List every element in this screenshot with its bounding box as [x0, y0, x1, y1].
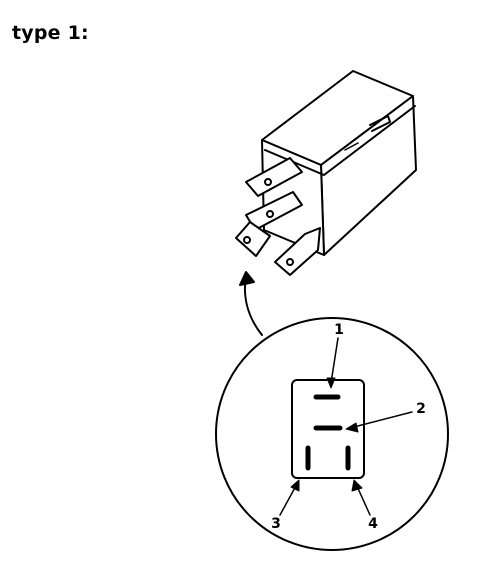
- connector-face: [291, 379, 365, 479]
- view-arrow: [239, 271, 263, 336]
- type-heading: type 1:: [12, 22, 89, 44]
- pin-label-3: 3: [271, 516, 281, 532]
- pin-label-2: 2: [416, 401, 426, 417]
- relay-terminals: [235, 157, 321, 276]
- pin-label-1: 1: [334, 322, 344, 338]
- pin-label-4: 4: [368, 516, 378, 532]
- pin-leaders: [279, 337, 413, 516]
- detail-circle: [215, 317, 449, 551]
